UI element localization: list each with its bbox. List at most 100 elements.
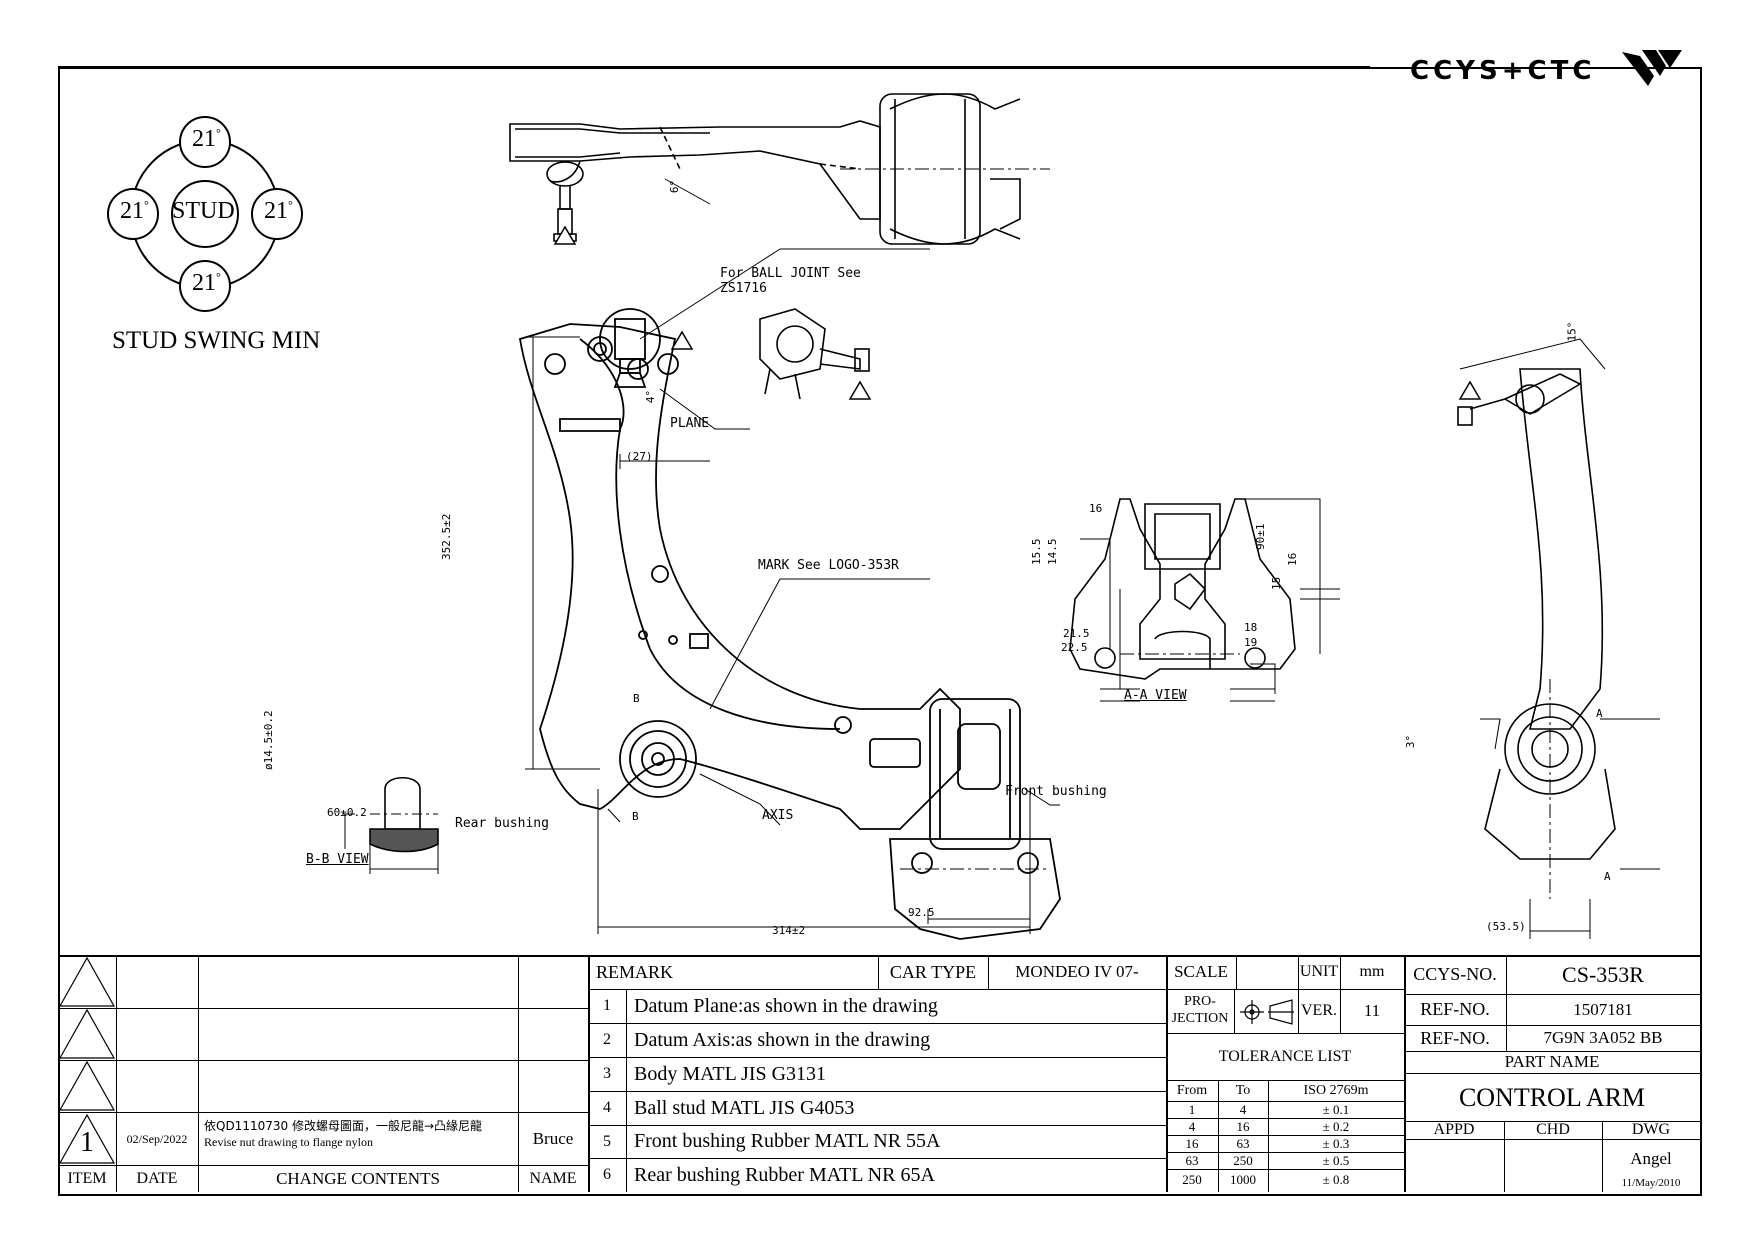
revision-contents-1: 依QD1110730 修改螺母圖面，一般尼龍→凸緣尼龍 Revise nut d… bbox=[204, 1119, 482, 1149]
brand-emblem-icon bbox=[1622, 50, 1682, 86]
section-b-top: B bbox=[633, 692, 640, 705]
tolerance-from-1: 1 bbox=[1188, 1101, 1196, 1117]
scale-value bbox=[1236, 955, 1298, 989]
ccys-no-value: CS-353R bbox=[1562, 961, 1644, 987]
ball-joint-callout-2: ZS1716 bbox=[720, 281, 767, 296]
tolerance-to-2: 16 bbox=[1236, 1118, 1250, 1134]
stud-swing-angle-right: 21° bbox=[264, 198, 293, 224]
dim-width: 314±2 bbox=[772, 924, 806, 937]
ref-no-label-2: REF-NO. bbox=[1420, 1027, 1490, 1048]
stud-swing-angle-bottom: 21° bbox=[192, 270, 221, 296]
part-name-value: CONTROL ARM bbox=[1458, 1083, 1646, 1112]
stud-swing-center: STUD bbox=[172, 198, 235, 224]
appd-label: APPD bbox=[1433, 1121, 1475, 1138]
tolerance-tol-4: ± 0.5 bbox=[1322, 1152, 1350, 1168]
revision-item-1: 1 bbox=[80, 1126, 94, 1158]
dwg-date: 11/May/2010 bbox=[1621, 1177, 1681, 1189]
warning-icon bbox=[670, 330, 694, 350]
remark-text-3: Body MATL JIS G3131 bbox=[634, 1062, 827, 1085]
section-a-top: A bbox=[1596, 707, 1603, 720]
revision-name-1: Bruce bbox=[532, 1129, 574, 1148]
drawing-area bbox=[107, 93, 1660, 940]
plane-label: PLANE bbox=[670, 416, 710, 431]
part-name-label: PART NAME bbox=[1504, 1052, 1600, 1071]
axis-label: AXIS bbox=[762, 808, 794, 823]
brand-logo: CCYS+CTC bbox=[1410, 50, 1610, 90]
remark-no-2: 2 bbox=[603, 1031, 611, 1048]
projection-symbol-icon bbox=[1240, 999, 1294, 1025]
mark-logo-label: MARK See LOGO-353R bbox=[758, 558, 899, 573]
revision-triangles bbox=[58, 956, 116, 1164]
drawing-frame bbox=[58, 67, 1702, 1196]
remark-no-1: 1 bbox=[603, 997, 611, 1014]
tolerance-to-1: 4 bbox=[1239, 1101, 1247, 1117]
revision-header-contents: CHANGE CONTENTS bbox=[276, 1168, 440, 1188]
ball-joint-callout-1: For BALL JOINT See bbox=[720, 266, 861, 281]
ref-no-value-2: 7G9N 3A052 BB bbox=[1543, 1028, 1663, 1047]
tolerance-tol-1: ± 0.1 bbox=[1322, 1101, 1350, 1117]
tolerance-tol-3: ± 0.3 bbox=[1322, 1135, 1350, 1151]
remark-text-4: Ball stud MATL JIS G4053 bbox=[634, 1096, 855, 1119]
aa-view-label: A-A VIEW bbox=[1124, 688, 1187, 703]
tolerance-tol-2: ± 0.2 bbox=[1322, 1118, 1350, 1134]
car-type-value: MONDEO IV 07- bbox=[1015, 962, 1139, 981]
ball-joint-detail bbox=[759, 308, 870, 400]
dim-92-5: 92.5 bbox=[908, 906, 935, 919]
stud-swing-angle-left: 21° bbox=[120, 198, 149, 224]
remark-no-4: 4 bbox=[603, 1099, 611, 1116]
revision-header-item: ITEM bbox=[67, 1169, 107, 1187]
warning-icon bbox=[1458, 380, 1482, 400]
remark-no-3: 3 bbox=[603, 1065, 611, 1082]
dim-27: (27) bbox=[626, 450, 653, 463]
front-bushing-label: Front bushing bbox=[1005, 784, 1107, 799]
ccys-no-label: CCYS-NO. bbox=[1413, 964, 1497, 984]
top-view-arm bbox=[509, 93, 1050, 245]
dim-aa-15: 15 bbox=[1270, 576, 1283, 590]
tolerance-from-5: 250 bbox=[1182, 1171, 1202, 1187]
stud-swing-caption: STUD SWING MIN bbox=[112, 327, 321, 354]
revision-header-name: NAME bbox=[529, 1169, 577, 1187]
ver-value: 11 bbox=[1363, 1001, 1381, 1020]
brand-logo-text: CCYS+CTC bbox=[1410, 56, 1596, 86]
dwg-name: Angel bbox=[1630, 1149, 1672, 1168]
dim-angle-4: 4° bbox=[644, 389, 658, 404]
section-b-bottom: B bbox=[632, 810, 639, 823]
warning-icon bbox=[553, 225, 577, 245]
dwg-label: DWG bbox=[1631, 1121, 1671, 1138]
unit-label: UNIT bbox=[1299, 963, 1339, 980]
remark-text-1: Datum Plane:as shown in the drawing bbox=[634, 994, 938, 1017]
scale-label: SCALE bbox=[1174, 962, 1228, 981]
dim-aa-18: 18 bbox=[1244, 621, 1258, 634]
main-arm-view bbox=[518, 308, 1061, 940]
dim-aa-16: 16 bbox=[1089, 502, 1103, 515]
dim-aa-22-5: 22.5 bbox=[1061, 641, 1088, 654]
dim-aa-14-5: 14.5 bbox=[1046, 538, 1059, 566]
tolerance-title: TOLERANCE LIST bbox=[1218, 1047, 1352, 1065]
side-view-arm bbox=[1457, 368, 1616, 899]
dim-aa-15-5: 15.5 bbox=[1030, 538, 1043, 566]
section-a-bottom: A bbox=[1604, 870, 1611, 883]
bb-view bbox=[369, 777, 439, 853]
car-type-label: CAR TYPE bbox=[889, 961, 977, 982]
tolerance-to-3: 63 bbox=[1236, 1135, 1250, 1151]
tolerance-from-3: 16 bbox=[1185, 1135, 1199, 1151]
dim-aa-19: 19 bbox=[1244, 636, 1258, 649]
remark-no-6: 6 bbox=[603, 1166, 611, 1183]
warning-icon bbox=[848, 380, 872, 400]
tolerance-from-2: 4 bbox=[1188, 1118, 1196, 1134]
remark-text-6: Rear bushing Rubber MATL NR 65A bbox=[634, 1163, 935, 1186]
tolerance-header-from: From bbox=[1176, 1082, 1208, 1098]
dim-angle-6: 6° bbox=[668, 179, 682, 194]
dim-aa-90: 90±1 bbox=[1254, 523, 1267, 551]
stud-swing-diagram bbox=[107, 116, 303, 312]
dim-height: 352.5±2 bbox=[440, 513, 453, 560]
dim-bb-width: 60±0.2 bbox=[327, 806, 367, 819]
ref-no-label-1: REF-NO. bbox=[1420, 999, 1490, 1019]
dim-aa-21-5: 21.5 bbox=[1063, 627, 1090, 640]
ref-no-value-1: 1507181 bbox=[1573, 999, 1633, 1019]
unit-value: mm bbox=[1359, 963, 1385, 980]
tolerance-to-5: 1000 bbox=[1230, 1171, 1256, 1187]
stud-swing-angle-top: 21° bbox=[192, 126, 221, 152]
dim-bb-dia: ø14.5±0.2 bbox=[262, 710, 275, 770]
chd-label: CHD bbox=[1536, 1121, 1570, 1138]
